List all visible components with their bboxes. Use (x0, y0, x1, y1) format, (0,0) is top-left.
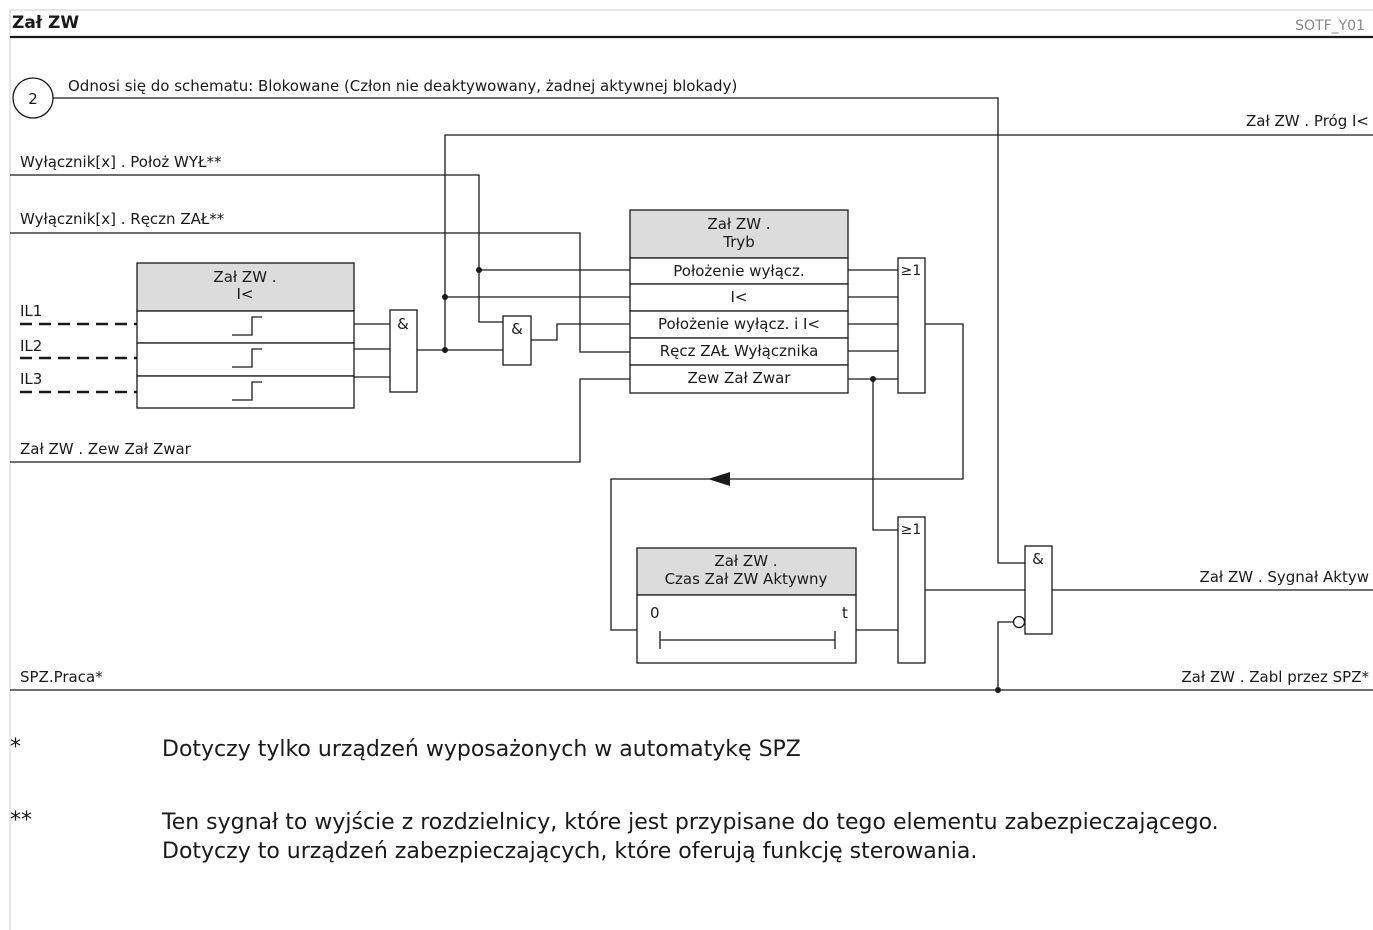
and-gate (502, 315, 532, 366)
threshold-icon (232, 348, 262, 368)
undercurrent-block: Zał ZW . I< (136, 262, 355, 409)
input-manual-close-label: Wyłącznik[x] . Ręczn ZAŁ** (20, 210, 225, 228)
timer-title-2: Czas Zał ZW Aktywny (665, 570, 828, 588)
input-il3-label: IL3 (20, 370, 42, 388)
timer-end-label: t (842, 604, 848, 622)
page-title: Zał ZW (12, 13, 79, 33)
breaker-open-line (10, 174, 503, 323)
timer-trigger-line (610, 323, 964, 631)
mode-option: I< (731, 288, 748, 306)
ext-sotf-line (10, 378, 630, 463)
mode-option: Położenie wyłącz. i I< (658, 315, 820, 333)
input-ar-running-label: SPZ.Praca* (20, 668, 103, 686)
or-gate-symbol: ≥1 (901, 263, 922, 279)
mode-title-2: Tryb (722, 233, 755, 251)
threshold-icon (232, 381, 262, 401)
mode-block: Zał ZW . Tryb Położenie wyłącz. I< Położ… (629, 209, 849, 394)
output-threshold-label: Zał ZW . Próg I< (1246, 112, 1369, 130)
and-gate-symbol: & (511, 320, 523, 338)
threshold-line (444, 134, 1373, 348)
footnote-text: Ten sygnał to wyjście z rozdzielnicy, kt… (162, 810, 1219, 864)
undercurrent-title-2: I< (237, 285, 254, 303)
and-gate-symbol: & (1032, 550, 1044, 568)
reference-number: 2 (28, 90, 38, 108)
diagram-code: SOTF_Y01 (1295, 18, 1365, 34)
footnote-text: Dotyczy tylko urządzeń wyposażonych w au… (162, 737, 801, 762)
input-breaker-open-label: Wyłącznik[x] . Położ WYŁ** (20, 153, 222, 171)
threshold-icon (232, 316, 262, 336)
mode-option: Zew Zał Zwar (688, 369, 792, 387)
reference-line (53, 97, 1025, 564)
or-gate-symbol: ≥1 (901, 522, 922, 538)
or-gate (897, 257, 926, 394)
junction-dot (442, 347, 448, 353)
junction-dot (476, 267, 482, 273)
reference-label: Odnosi się do schematu: Blokowane (Człon… (68, 77, 737, 95)
ar-block-line (997, 621, 1013, 690)
header: Zał ZW SOTF_Y01 (9, 9, 1373, 930)
footnote-marker: * (10, 735, 21, 760)
manual-close-line (10, 232, 630, 353)
mode-option: Położenie wyłącz. (673, 262, 804, 280)
arrow-left-icon (708, 472, 730, 486)
junction-dot (442, 294, 448, 300)
input-il2-label: IL2 (20, 337, 42, 355)
mode-title-1: Zał ZW . (707, 215, 770, 233)
output-blocked-by-ar-label: Zał ZW . Zabl przez SPZ* (1181, 668, 1369, 686)
timer-block: Zał ZW . Czas Zał ZW Aktywny 0 t (636, 547, 857, 664)
timer-start-label: 0 (650, 604, 660, 622)
footnote-marker: ** (10, 808, 32, 833)
input-il1-label: IL1 (20, 302, 42, 320)
undercurrent-title-1: Zał ZW . (213, 268, 276, 286)
reference-connector: 2 Odnosi się do schematu: Blokowane (Czł… (12, 77, 1025, 564)
timer-title-1: Zał ZW . (714, 552, 777, 570)
mode-option: Ręcz ZAŁ Wyłącznika (660, 342, 819, 360)
or-gate (897, 516, 926, 664)
and-gate-symbol: & (397, 315, 409, 333)
junction-dot (995, 687, 1001, 693)
output-active-signal-label: Zał ZW . Sygnał Aktyw (1199, 568, 1369, 586)
and-gate (389, 309, 418, 393)
inverter-circle (1012, 615, 1026, 629)
input-ext-sotf-label: Zał ZW . Zew Zał Zwar (20, 440, 192, 458)
